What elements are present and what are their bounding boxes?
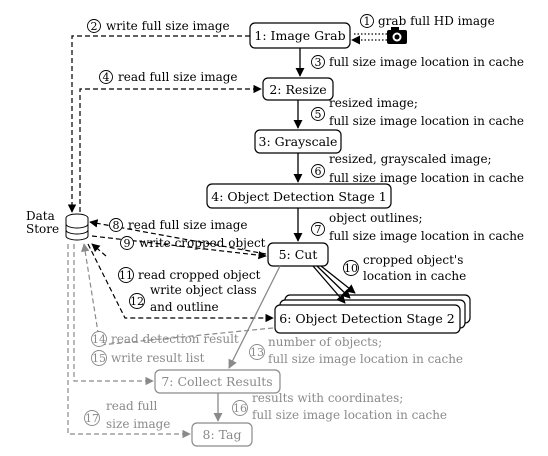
box-tag: 8: Tag [191,422,253,447]
box-image-grab-label: 1: Image Grab [254,28,345,43]
step-label: and outline [150,300,219,314]
step-label: grab full HD image [378,14,495,28]
box-resize: 2: Resize [262,77,334,101]
step-number: 13 [250,346,264,359]
arrow-camera-to-grab [351,33,387,45]
step-number: 10 [344,262,358,275]
step-number: 2 [91,20,98,33]
step-number: 12 [130,295,144,308]
step-label: cropped object's [363,253,463,267]
step-number: 9 [124,237,131,250]
step-number: 17 [85,412,99,425]
step-number: 4 [103,71,110,84]
box-grayscale-label: 3: Grayscale [259,134,338,149]
arrow-write-object-class [87,243,274,323]
step-circles: 1 2 3 4 5 6 7 8 9 10 11 12 13 14 15 16 1 [84,14,374,426]
step-number: 7 [315,223,322,236]
data-store-label-line1: Data [26,209,55,223]
box-od-stage2: 6: Object Detection Stage 2 [274,294,471,334]
step-number: 8 [113,219,120,232]
step-label: full size image location in cache [329,114,524,128]
data-store-label-line2: Store [26,222,59,236]
arrow-write-cropped-object [91,235,267,260]
arrow-cut-to-collect [228,265,281,369]
step-label: size image [106,417,170,431]
box-image-grab: 1: Image Grab [249,22,351,49]
step-label: location in cache [363,269,466,283]
step-number: 3 [315,56,322,69]
step-label: resized, grayscaled image; [329,152,492,166]
step-number: 5 [315,108,322,121]
arrow-write-full-image [67,35,250,213]
step-label: resized image; [329,96,418,110]
step-number: 1 [364,15,371,28]
box-collect-results-label: 7: Collect Results [161,374,272,389]
box-cut: 5: Cut [267,242,329,267]
step-label: full size image location in cache [252,408,447,422]
step-label: write object class [150,283,257,297]
step-label: write cropped object [139,236,266,250]
arrow-read-detection-result [81,243,274,346]
step-number: 15 [92,352,106,365]
box-od-stage1: 4: Object Detection Stage 1 [206,183,392,209]
step-label: results with coordinates; [252,391,403,405]
step-label: write result list [111,351,205,365]
step-label: full size image location in cache [268,352,463,366]
step-number: 14 [92,333,106,346]
box-collect-results: 7: Collect Results [154,369,281,394]
step-number: 16 [233,402,247,415]
arrow-read-full-image-cut [89,219,267,255]
arrow-read-cropped-object [91,243,107,257]
step-label: write full size image [106,19,230,33]
step-labels: grab full HD image write full size image… [106,14,524,431]
box-cut-label: 5: Cut [279,247,318,262]
box-od-stage2-label: 6: Object Detection Stage 2 [279,311,454,326]
step-label: full size image location in cache [329,55,524,69]
step-label: full size image location in cache [329,171,524,185]
box-tag-label: 8: Tag [203,427,242,442]
step-label: read full [106,399,157,413]
database-icon [65,213,89,241]
box-od-stage1-label: 4: Object Detection Stage 1 [211,189,386,204]
arrow-write-result-list [73,244,154,386]
step-number: 11 [119,269,133,282]
step-label: read detection result [111,332,239,346]
step-label: read full size image [118,70,238,84]
box-resize-label: 2: Resize [269,82,326,97]
step-label: object outlines; [329,211,423,225]
step-label: read cropped object [138,268,261,282]
camera-icon [387,27,407,44]
step-label: number of objects; [268,335,382,349]
arrow-read-full-image-resize [79,84,262,212]
step-label: read full size image [128,218,248,232]
data-store: Data Store [26,209,89,241]
box-grayscale: 3: Grayscale [254,129,342,154]
step-number: 6 [315,165,322,178]
step-label: full size image location in cache [329,229,524,243]
arrows-cut-to-od2 [312,265,356,304]
